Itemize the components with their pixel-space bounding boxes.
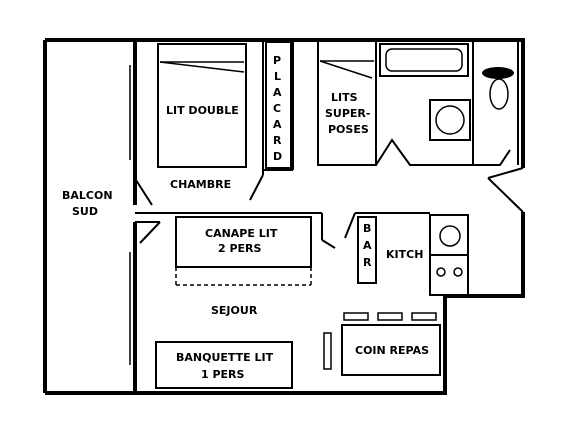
bar-letter: A [363,239,372,252]
balcony-wall [129,40,137,393]
toilet [473,40,519,166]
bathtub [379,43,469,77]
placard-letter: A [273,118,282,131]
label-lits-1: LITS [331,91,358,104]
placard-letter: R [273,134,282,147]
bedroom-door [135,174,264,206]
label-canape-2: 2 PERS [218,242,262,255]
placard-letter: L [274,70,281,83]
entrance-door [487,167,524,213]
label-chambre: CHAMBRE [170,178,231,191]
kitchen-partition [321,212,430,249]
label-sejour: SEJOUR [211,304,258,317]
label-canape-1: CANAPE LIT [205,227,278,240]
bedroom-walls [262,40,294,175]
label-banquette-1: BANQUETTE LIT [176,351,274,364]
bar-letter: R [363,256,372,269]
bar-counter [357,216,377,284]
dining-area [323,312,441,376]
label-lits-2: SUPER- [325,107,370,120]
placard-letter: C [273,102,281,115]
label-placard: P L A C A R D [273,54,282,163]
daybed [155,341,293,389]
label-banquette-2: 1 PERS [201,368,245,381]
label-balcon-2: SUD [72,205,98,218]
placard-letter: A [273,86,282,99]
label-lits-3: POSES [328,123,369,136]
placard-letter: D [273,150,282,163]
label-coin-repas: COIN REPAS [355,344,429,357]
label-balcon-1: BALCON [62,189,113,202]
closet [265,41,292,169]
kitchen-units [429,214,469,296]
label-bar: B A R [363,222,372,269]
label-kitch: KITCH [386,248,423,261]
placard-letter: P [273,54,281,67]
label-lit-double: LIT DOUBLE [166,104,239,117]
bedroom-living-partition [135,212,322,244]
bathroom-sink [429,99,471,141]
bar-letter: B [363,222,371,235]
sofa-bed [175,216,312,286]
bathroom-walls [375,40,474,166]
double-bed [157,43,247,168]
